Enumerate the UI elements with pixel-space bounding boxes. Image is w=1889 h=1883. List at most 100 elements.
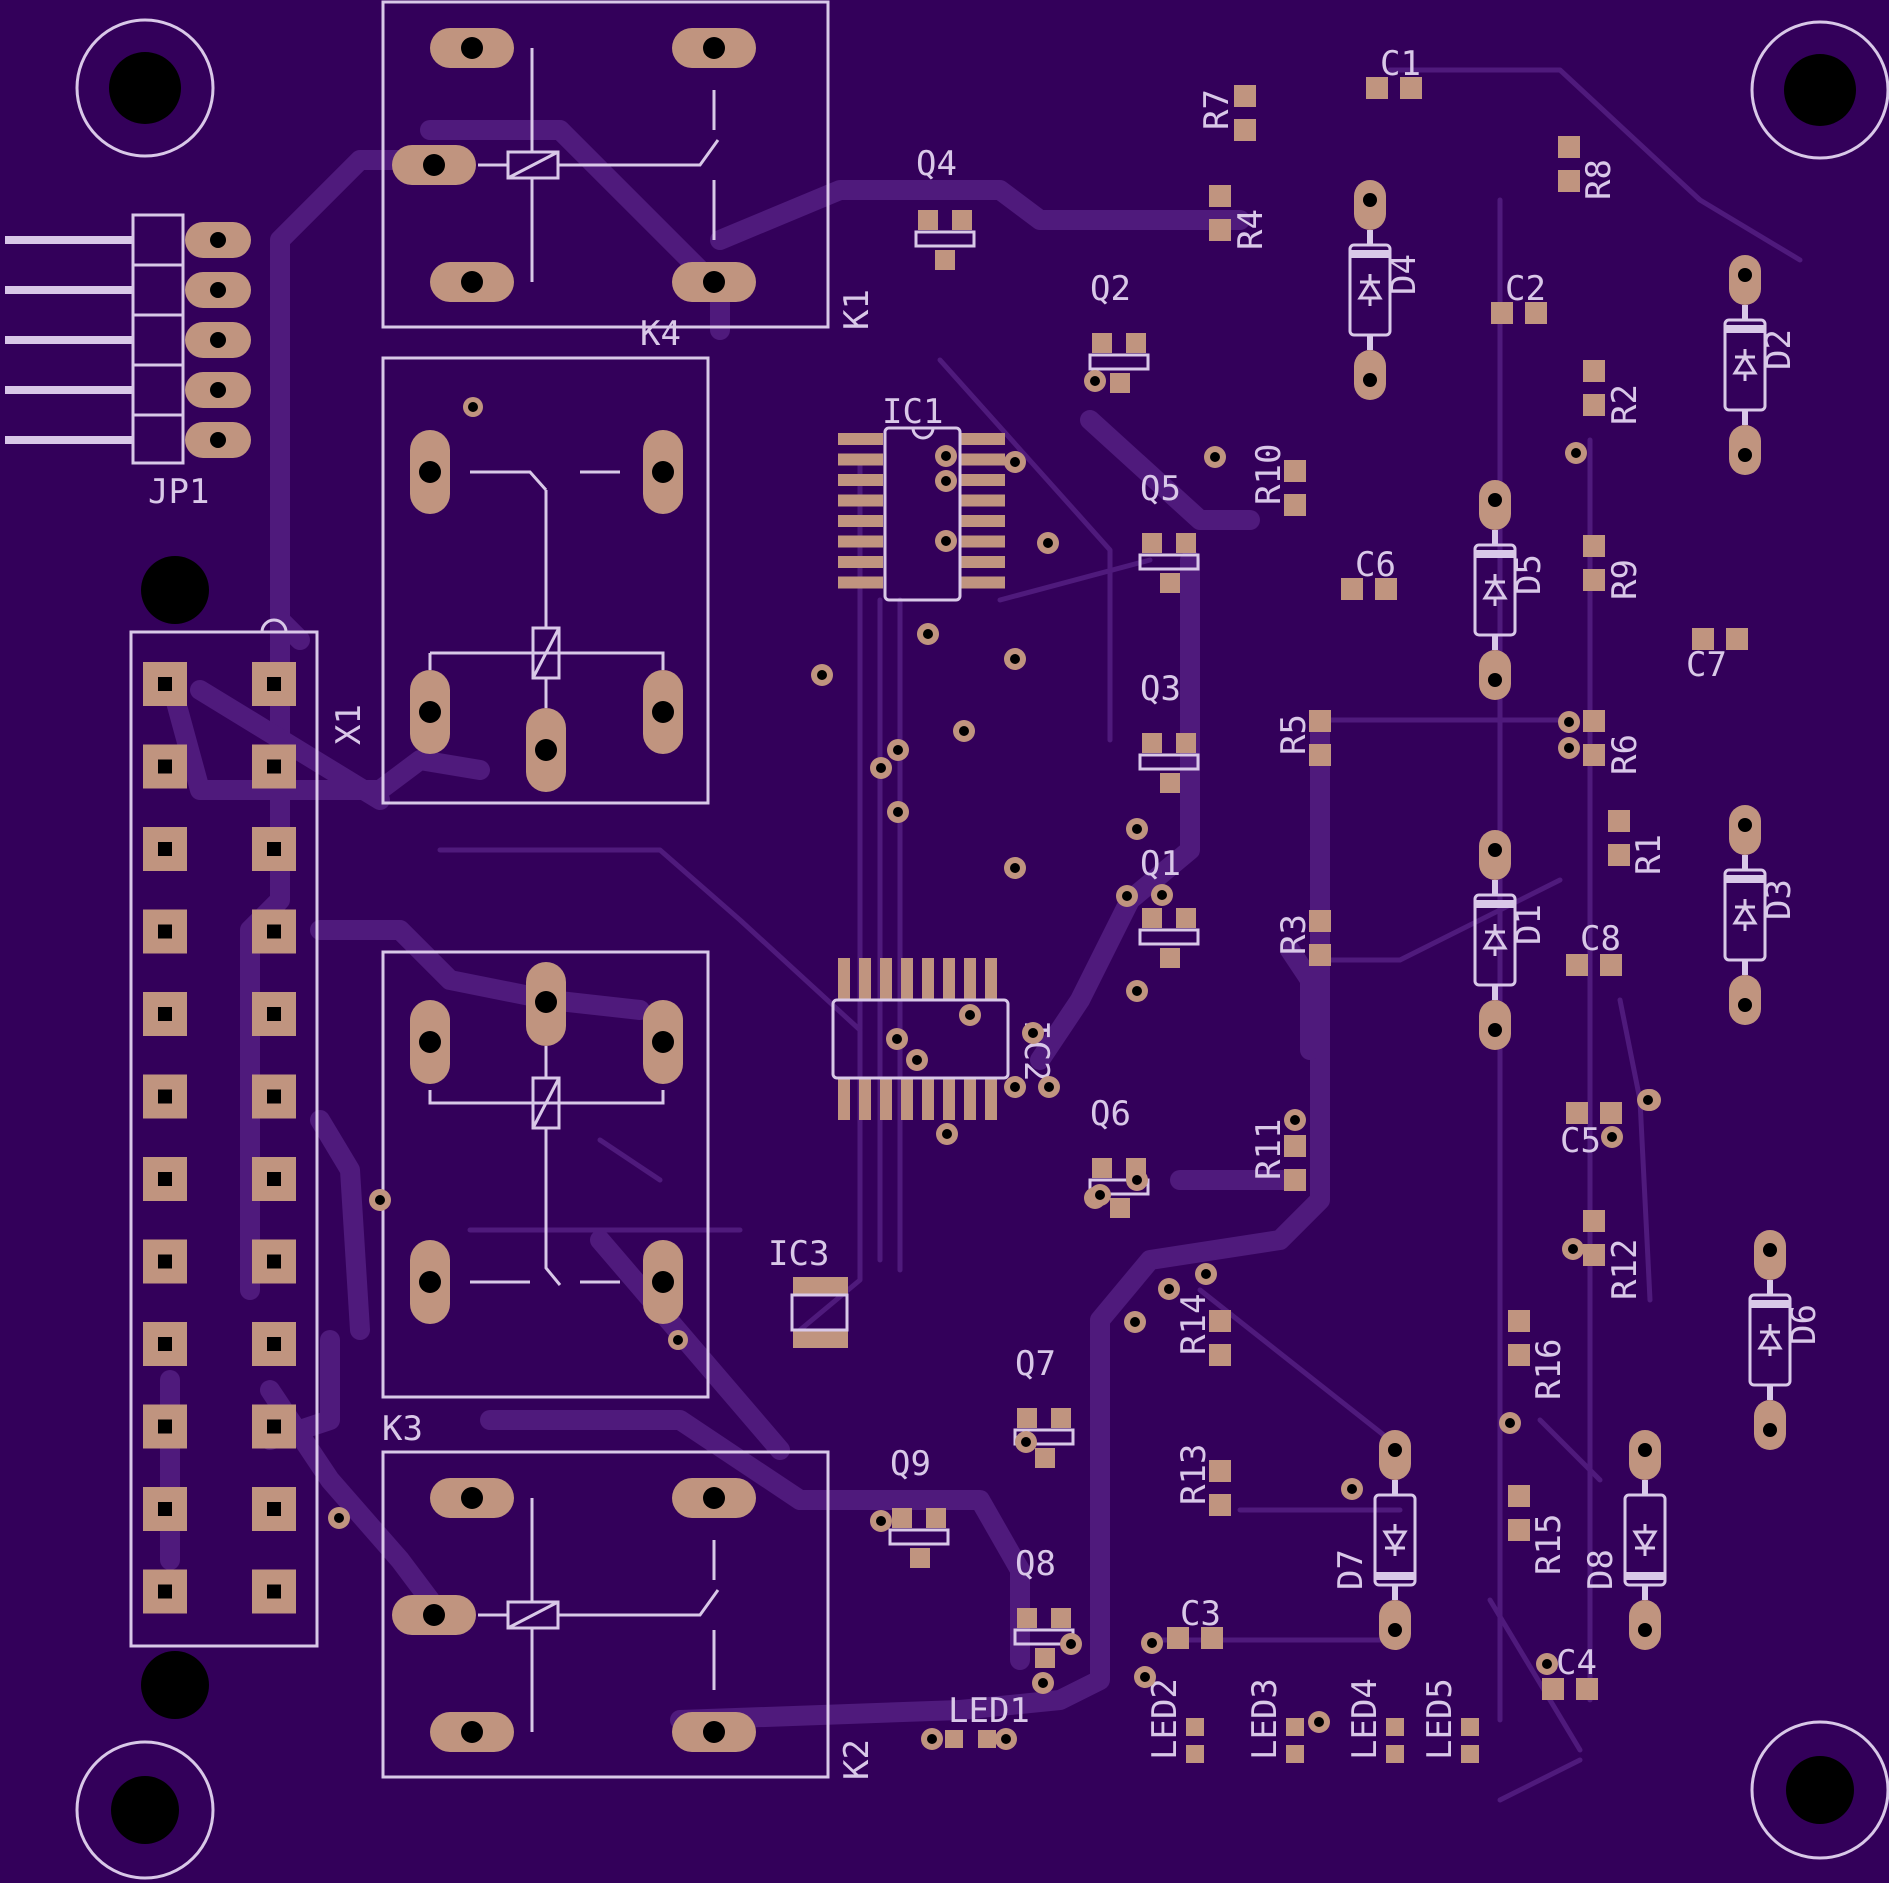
via-hole <box>1542 1659 1552 1669</box>
c4-label: C4 <box>1556 1643 1597 1683</box>
via-hole <box>893 807 903 817</box>
r5-label: R5 <box>1274 714 1314 755</box>
x1-pin-hole <box>158 677 172 691</box>
resistor-r12: R12 <box>1583 1210 1645 1300</box>
ic1-pin-pad <box>960 474 1005 486</box>
x1-label: X1 <box>329 704 369 745</box>
ic3-chip: IC3 <box>768 1234 849 1348</box>
ic1-pin-pad <box>960 515 1005 527</box>
ic1-pin-pad <box>838 535 883 548</box>
d2-label: D2 <box>1759 329 1799 370</box>
via-hole <box>1140 1672 1150 1682</box>
resistor-r14: R14 <box>1174 1294 1231 1366</box>
vias <box>328 370 1661 1750</box>
q9-label: Q9 <box>890 1444 931 1484</box>
d5-label: D5 <box>1509 554 1549 595</box>
via-hole <box>1010 863 1020 873</box>
resistor-r6: R6 <box>1583 710 1645 775</box>
r3-label: R3 <box>1274 914 1314 955</box>
x1-pin-hole <box>267 1089 281 1104</box>
diodes: D4 D2 D5 <box>1331 180 1824 1650</box>
x1-pin-hole <box>267 924 281 939</box>
via-hole <box>1132 824 1142 834</box>
ic1-pin-pad <box>960 535 1005 548</box>
q5-label: Q5 <box>1140 469 1181 509</box>
diode-d8 <box>1623 1430 1667 1650</box>
d3-label: D3 <box>1759 879 1799 920</box>
ic2-pin-pad <box>880 958 892 1000</box>
ic1-pin-pad <box>960 433 1005 445</box>
via-hole <box>1571 448 1581 458</box>
via-hole <box>1095 1190 1105 1200</box>
d6-label: D6 <box>1784 1304 1824 1345</box>
via-hole <box>817 670 827 680</box>
capacitor-c4: C4 <box>1542 1643 1598 1700</box>
ic1-pin-pad <box>960 453 1005 466</box>
transistors: Q4 Q2 Q5 Q3 Q1 Q6 Q7 <box>888 144 1200 1668</box>
via-hole <box>1130 1317 1140 1327</box>
via-hole <box>1038 1678 1048 1688</box>
relay-k4: K4 <box>381 314 710 805</box>
via-hole <box>1044 1082 1054 1092</box>
led5: LED5 <box>1420 1678 1479 1763</box>
capacitors: C1 C2 C6 C7 C8 C5 C3 C4 <box>1167 44 1748 1700</box>
ic1-pin-pad <box>838 474 883 486</box>
via-hole <box>1147 1638 1157 1648</box>
via-hole <box>941 451 951 461</box>
via-hole <box>1564 743 1574 753</box>
k2-label: K2 <box>837 1739 877 1780</box>
x1-pin-hole <box>158 759 172 774</box>
resistor-r1: R1 <box>1608 810 1669 875</box>
mounting-hole-bottom-left <box>75 1740 215 1880</box>
via-hole <box>1132 1175 1142 1185</box>
diode-d5: D5 <box>1473 480 1549 700</box>
ic2-pin-pad <box>964 1078 976 1120</box>
ic1-pin-pad <box>838 515 883 527</box>
led4: LED4 <box>1345 1678 1404 1763</box>
ic1-label: IC1 <box>882 392 943 432</box>
jp1-label: JP1 <box>148 472 209 512</box>
x1-pin-hole <box>158 1337 172 1351</box>
ic1-chip: IC1 <box>838 392 1005 602</box>
via-hole <box>965 1010 975 1020</box>
ic1-pin-pad <box>960 556 1005 568</box>
copper-traces <box>160 120 1330 1730</box>
resistor-r8: R8 <box>1558 136 1619 200</box>
via-hole <box>1568 1244 1578 1254</box>
ic2-pin-pad <box>880 1078 892 1120</box>
resistor-r7: R7 <box>1197 85 1256 141</box>
x1-pin-hole <box>267 677 281 691</box>
via-hole <box>1001 1734 1011 1744</box>
via-hole <box>1210 452 1220 462</box>
ic1-pin-pad <box>838 433 883 445</box>
ic2-pin-pad <box>901 1078 913 1120</box>
ic2-pin-pad <box>838 1078 850 1120</box>
capacitor-c7: C7 <box>1686 628 1748 685</box>
ic2-pin-pad <box>922 1078 934 1120</box>
x1-pin-hole <box>158 924 172 939</box>
ic2-pin-pad <box>901 958 913 1000</box>
transistor-q1: Q1 <box>1138 844 1200 968</box>
transistor-q4: Q4 <box>914 144 976 270</box>
ic1-pin-pad <box>838 556 883 568</box>
led3: LED3 <box>1245 1678 1304 1763</box>
ic1-pin-pad <box>838 576 883 589</box>
ic2-pin-pad <box>985 1078 997 1120</box>
r6-label: R6 <box>1605 734 1645 775</box>
mounting-hole-bottom-right <box>1750 1720 1889 1860</box>
via-hole <box>375 1195 385 1205</box>
r15-label: R15 <box>1529 1514 1569 1575</box>
resistor-r3: R3 <box>1274 910 1331 966</box>
q3-label: Q3 <box>1140 669 1181 709</box>
r14-label: R14 <box>1174 1294 1214 1355</box>
ic2-pin-pad <box>985 958 997 1000</box>
capacitor-c5: C5 <box>1560 1102 1622 1161</box>
x1-pin-hole <box>158 1089 172 1104</box>
via-hole <box>941 476 951 486</box>
mounting-holes <box>75 18 1889 1880</box>
ic2-pin-pad <box>964 958 976 1000</box>
via-hole <box>334 1513 344 1523</box>
transistor-q5: Q5 <box>1138 469 1200 593</box>
ic2-pin-pad <box>859 958 871 1000</box>
via-hole <box>1043 538 1053 548</box>
